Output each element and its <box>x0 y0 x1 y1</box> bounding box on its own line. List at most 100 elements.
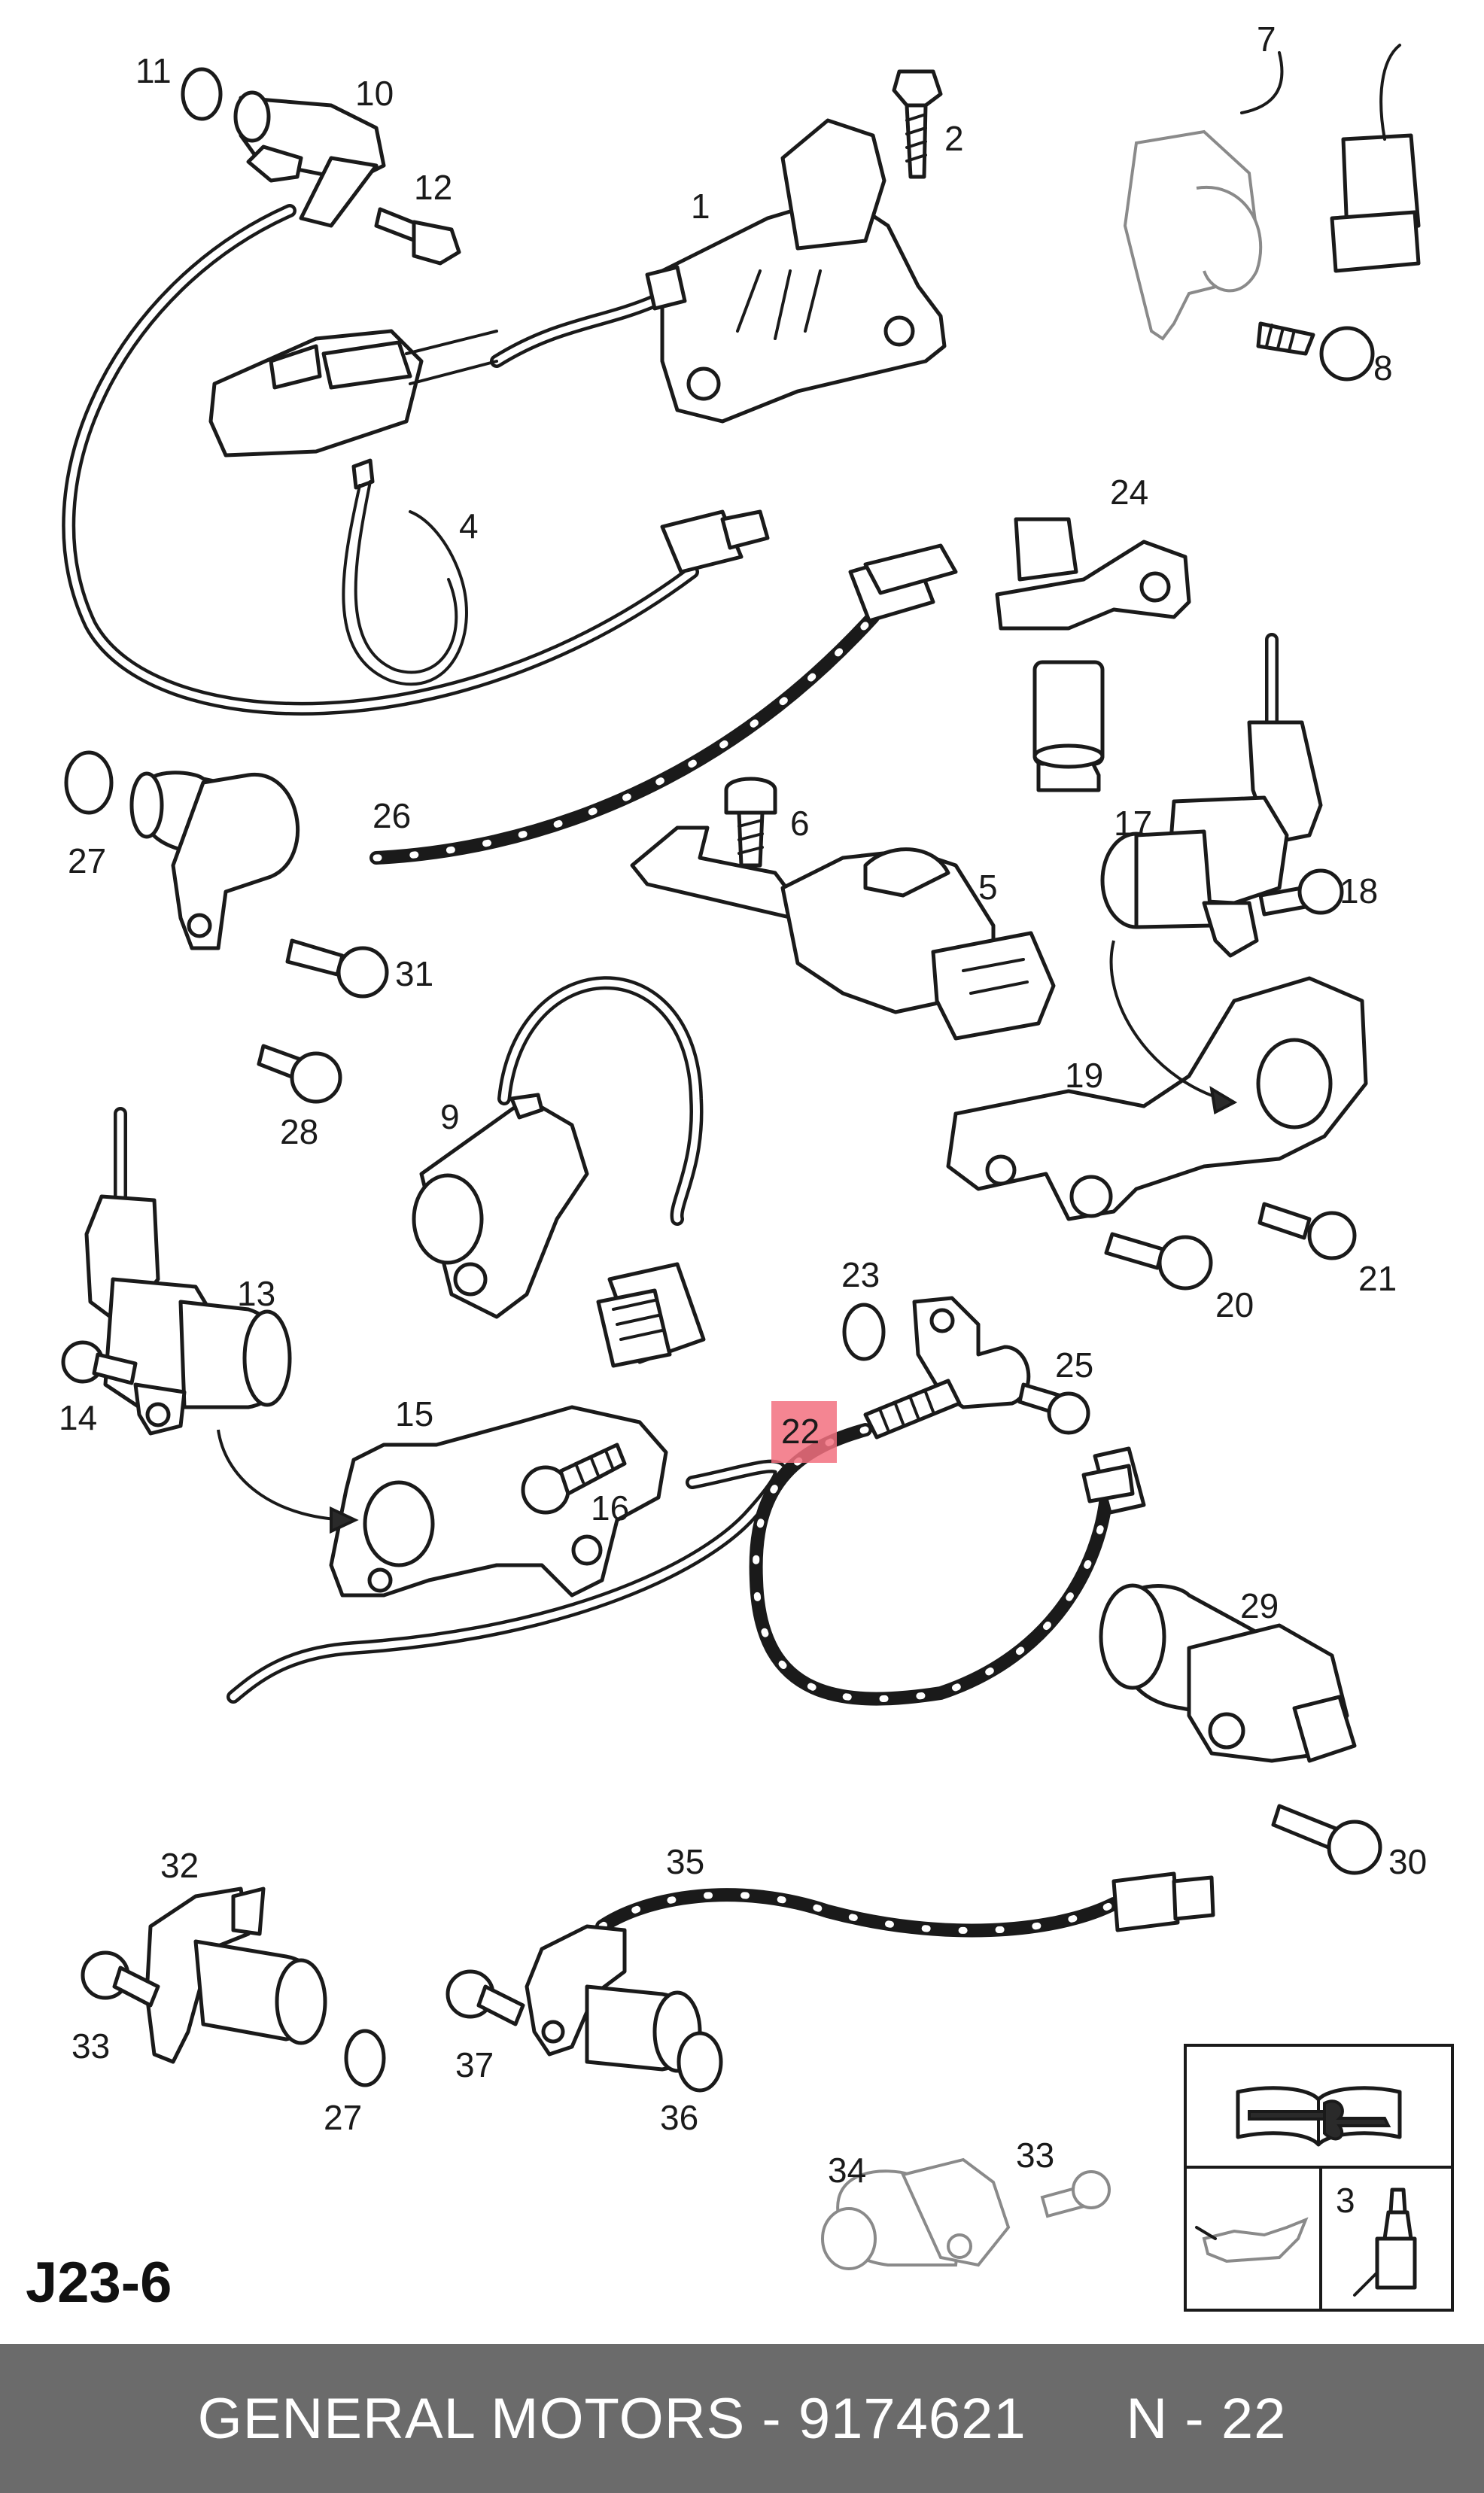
callout-32: 32 <box>160 1846 199 1885</box>
part-13-sensor <box>84 1194 292 1436</box>
part-16-bolt <box>521 1443 627 1515</box>
callout-23: 23 <box>841 1255 880 1294</box>
part-27-o-ring <box>64 750 114 815</box>
callout-24: 24 <box>1110 473 1148 512</box>
part-2-bolt <box>892 69 943 179</box>
part-10-sensor <box>233 90 386 228</box>
callout-27-lower: 27 <box>324 2098 362 2137</box>
callout-17: 17 <box>1114 804 1152 843</box>
callout-35: 35 <box>666 1842 704 1881</box>
callout-13: 13 <box>237 1274 275 1313</box>
callout-16: 16 <box>591 1488 629 1528</box>
legend-box: 3 <box>1184 2044 1454 2312</box>
callout-27: 27 <box>68 841 106 880</box>
part-22-connector <box>1081 1446 1146 1515</box>
part-22-sensor <box>863 1296 1031 1440</box>
footer-separator: - <box>745 2386 798 2451</box>
part-4-cable-tie <box>342 458 468 686</box>
wiring-harnesses <box>62 204 1279 1938</box>
callout-28: 28 <box>280 1112 318 1151</box>
callout-30: 30 <box>1388 1842 1427 1881</box>
part-33-lower-bolt <box>1040 2170 1111 2218</box>
part-37-bolt <box>446 1969 525 2026</box>
footer-brand: GENERAL MOTORS <box>197 2386 746 2451</box>
callout-1: 1 <box>691 187 710 226</box>
callout-26: 26 <box>373 796 411 835</box>
callout-3: 3 <box>1336 2181 1355 2220</box>
callout-20: 20 <box>1215 1285 1254 1324</box>
part-25-bolt <box>1017 1382 1090 1435</box>
callout-36: 36 <box>660 2098 698 2137</box>
connector-plug-b <box>848 543 958 623</box>
callout-19: 19 <box>1065 1056 1103 1095</box>
part-14-bolt <box>61 1340 138 1385</box>
callout-11: 11 <box>135 51 172 90</box>
part-6-bolt <box>724 777 777 868</box>
callout-labels: 1 2 4 5 6 7 8 9 10 11 12 13 14 15 16 17 … <box>59 20 1427 2190</box>
diagram-code: J23-6 <box>26 2251 172 2315</box>
part-34-sensor <box>821 2157 1011 2270</box>
callout-18: 18 <box>1340 871 1378 911</box>
part-21-bolt <box>1257 1202 1357 1260</box>
callout-34: 34 <box>828 2151 866 2190</box>
part-35-sensor <box>525 1924 702 2073</box>
callout-9: 9 <box>440 1097 460 1136</box>
callout-25: 25 <box>1055 1345 1093 1385</box>
callout-12: 12 <box>414 168 452 207</box>
callout-15: 15 <box>395 1394 433 1433</box>
sealant-tube-icon <box>1353 2187 1417 2297</box>
exploded-parts-diagram: 3 1 2 4 5 6 7 8 9 10 11 12 13 14 15 16 1… <box>59 20 1454 2312</box>
part-18-bolt <box>1258 868 1344 917</box>
connector-plug-a <box>660 509 770 574</box>
footer-text: GENERAL MOTORS - 9174621 N - 22 <box>198 2386 1287 2452</box>
part-35-connector <box>1111 1871 1215 1932</box>
part-26-sensor <box>129 771 300 950</box>
part-29-sensor <box>1099 1583 1357 1763</box>
part-30-bolt <box>1271 1804 1382 1875</box>
callout-5: 5 <box>978 868 998 907</box>
part-33-bolt <box>81 1950 160 2008</box>
part-28-bolt <box>257 1044 342 1104</box>
callout-22: 22 <box>781 1412 820 1451</box>
part-20-bolt <box>1104 1232 1213 1291</box>
part-5-sensor <box>630 825 1056 1041</box>
callout-14: 14 <box>59 1398 97 1437</box>
part-31-bolt <box>285 938 389 999</box>
part-17-sensor <box>1100 720 1323 958</box>
workshop-manual-icon <box>1236 2086 1402 2147</box>
callout-8: 8 <box>1373 348 1393 388</box>
part-32-sensor <box>144 1886 327 2064</box>
callout-2: 2 <box>944 119 964 158</box>
part-9-connector <box>596 1262 706 1368</box>
footer-part-number: 9174621 <box>798 2386 1026 2451</box>
footer-gap <box>1026 2387 1127 2451</box>
part-1-crank-sensor-housing <box>645 118 947 424</box>
part-27-lower-o-ring <box>344 2029 386 2087</box>
highlight-marker <box>771 1401 837 1463</box>
part-19-bracket <box>946 940 1368 1221</box>
part-8-bolt <box>1256 321 1375 382</box>
footer-position: N - 22 <box>1126 2386 1287 2451</box>
callout-10: 10 <box>355 74 394 113</box>
callout-37: 37 <box>455 2045 494 2084</box>
part-24-sensor <box>995 517 1191 792</box>
callout-7: 7 <box>1257 20 1276 59</box>
footer-bar: GENERAL MOTORS - 9174621 N - 22 <box>0 2344 1484 2493</box>
part-23-o-ring <box>842 1303 886 1361</box>
callout-21: 21 <box>1358 1259 1397 1298</box>
callout-29: 29 <box>1240 1586 1279 1625</box>
callout-6: 6 <box>790 804 810 843</box>
part-15-bracket <box>217 1405 668 1598</box>
callout-33-lower: 33 <box>1016 2136 1054 2175</box>
part-11-o-ring <box>181 67 223 121</box>
callout-31: 31 <box>395 954 433 993</box>
oil-can-icon <box>1195 2217 1309 2263</box>
part-12-bolt <box>374 207 461 266</box>
callout-4: 4 <box>459 506 479 546</box>
part-9-sensor <box>412 1093 589 1319</box>
part-36-o-ring <box>677 2031 723 2093</box>
callout-33: 33 <box>71 2026 110 2066</box>
part-7-sensor <box>1123 44 1421 341</box>
part-1-connector <box>208 329 498 458</box>
